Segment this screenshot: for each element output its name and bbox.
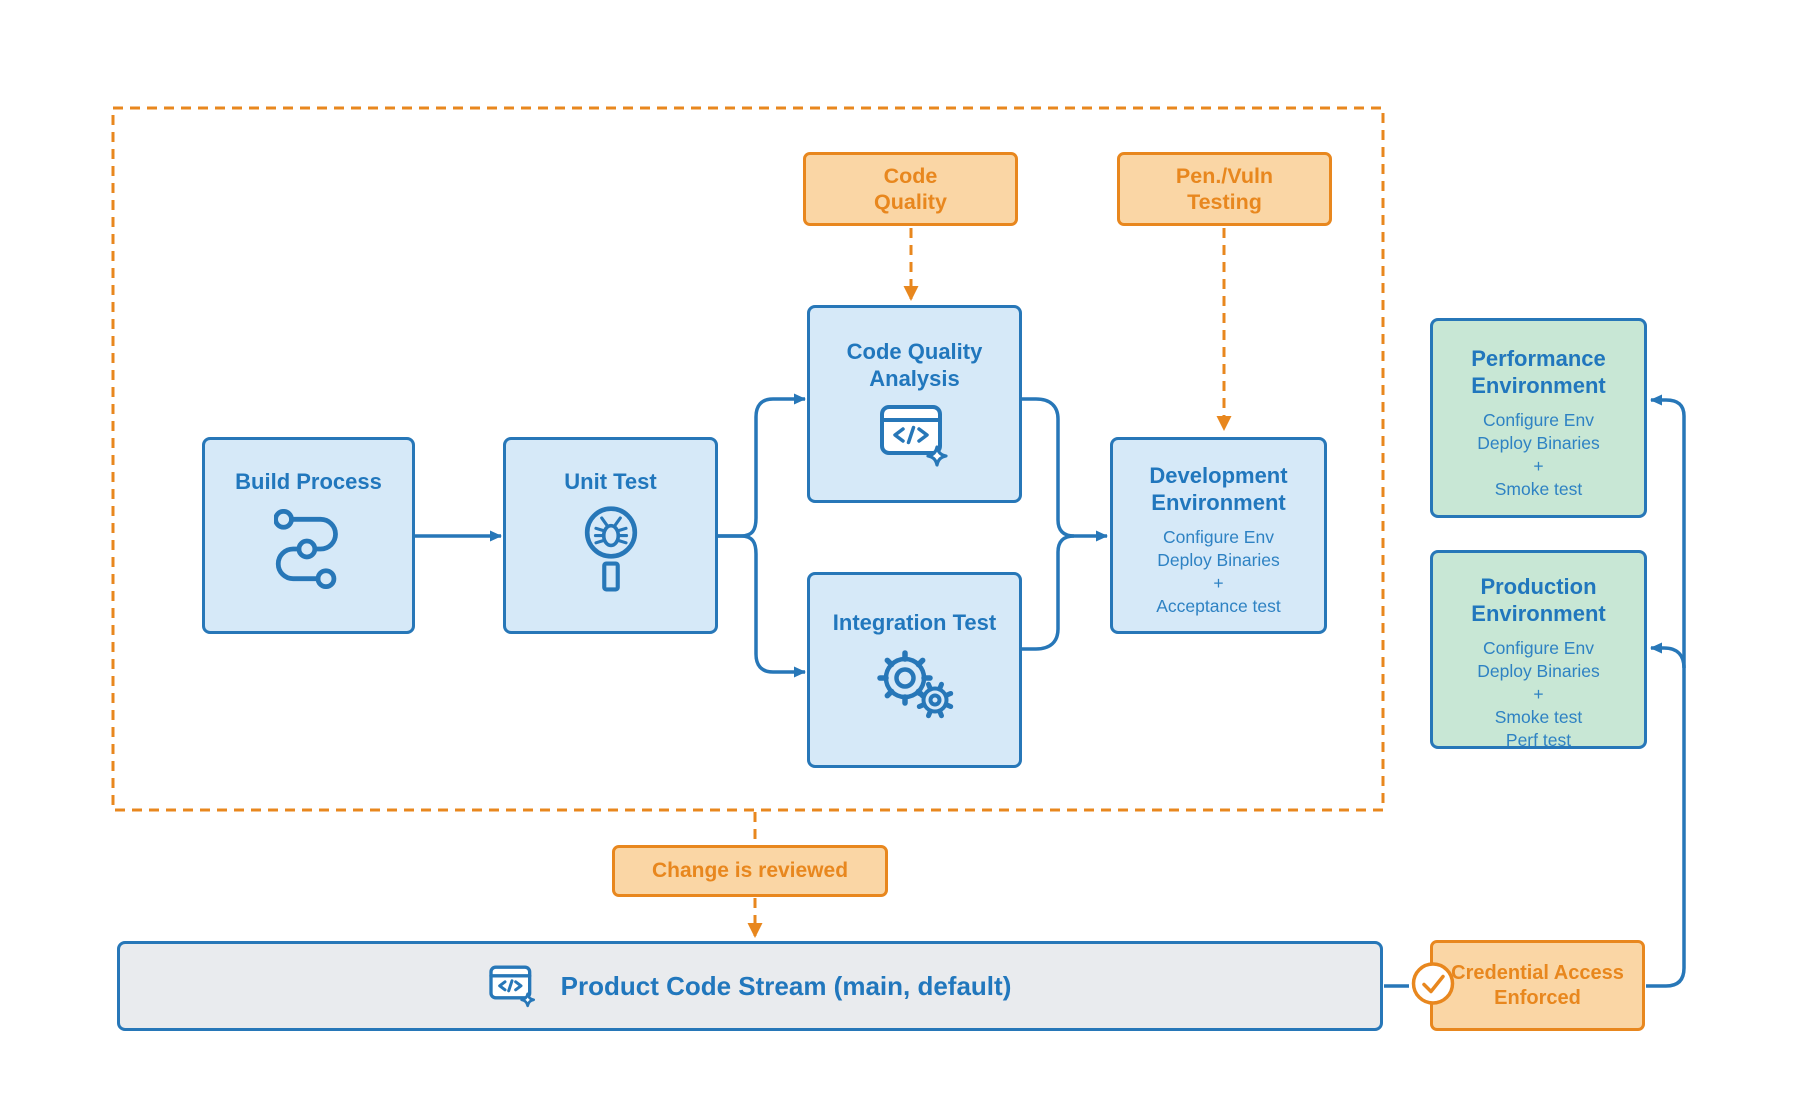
performance-environment-title: Performance Environment [1471, 346, 1606, 398]
check-circle-icon [1410, 960, 1456, 1011]
connector-credential-to-production [1650, 642, 1686, 669]
change-is-reviewed-box: Change is reviewed [612, 845, 888, 897]
unit-test-box: Unit Test [503, 437, 718, 634]
product-code-stream-label: Product Code Stream (main, default) [560, 970, 1012, 1001]
production-environment-box: Production Environment Configure Env Dep… [1430, 550, 1647, 750]
code-quality-analysis-label: Code Quality Analysis [846, 339, 983, 391]
connector-integration-to-dev-environment [1022, 534, 1075, 651]
performance-environment-box: Performance Environment Configure Env De… [1430, 318, 1647, 518]
production-environment-title: Production Environment [1471, 574, 1606, 626]
workflow-icon [273, 509, 338, 589]
development-environment-steps: Configure Env Deploy Binaries + Acceptan… [1156, 527, 1281, 616]
credential-access-enforced-label: Credential Access Enforced [1451, 961, 1624, 1009]
connector-unit-to-code-quality-analysis [718, 393, 806, 538]
code-window-sparkle-icon [879, 405, 948, 467]
credential-access-enforced-box: Credential Access Enforced [1411, 940, 1645, 1031]
integration-test-box: Integration Test [807, 572, 1022, 768]
product-code-stream-box: Product Code Stream (main, default) [117, 941, 1383, 1031]
pen-vuln-testing-gate-box: Pen./Vuln Testing [1117, 152, 1332, 226]
unit-test-label: Unit Test [564, 469, 657, 494]
code-quality-gate-label: Code Quality [874, 164, 947, 214]
connector-unit-to-integration-test [718, 534, 806, 678]
development-environment-box: Development Environment Configure Env De… [1110, 437, 1327, 634]
connector-cqa-to-dev-environment [1022, 397, 1108, 542]
bug-magnifier-icon [584, 506, 637, 592]
change-is-reviewed-label: Change is reviewed [651, 859, 849, 882]
connector-credential-to-performance [1646, 394, 1686, 988]
production-environment-steps: Configure Env Deploy Binaries + Smoke te… [1477, 638, 1600, 750]
code-quality-analysis-box: Code Quality Analysis [807, 305, 1022, 503]
code-quality-gate-box: Code Quality [803, 152, 1018, 226]
gears-icon [876, 650, 953, 719]
integration-test-label: Integration Test [832, 610, 997, 635]
build-process-label: Build Process [235, 469, 382, 494]
code-window-sparkle-icon [488, 965, 535, 1007]
pen-vuln-testing-gate-label: Pen./Vuln Testing [1175, 164, 1274, 214]
development-environment-title: Development Environment [1149, 463, 1288, 515]
build-process-box: Build Process [202, 437, 415, 634]
performance-environment-steps: Configure Env Deploy Binaries + Smoke te… [1477, 410, 1600, 499]
